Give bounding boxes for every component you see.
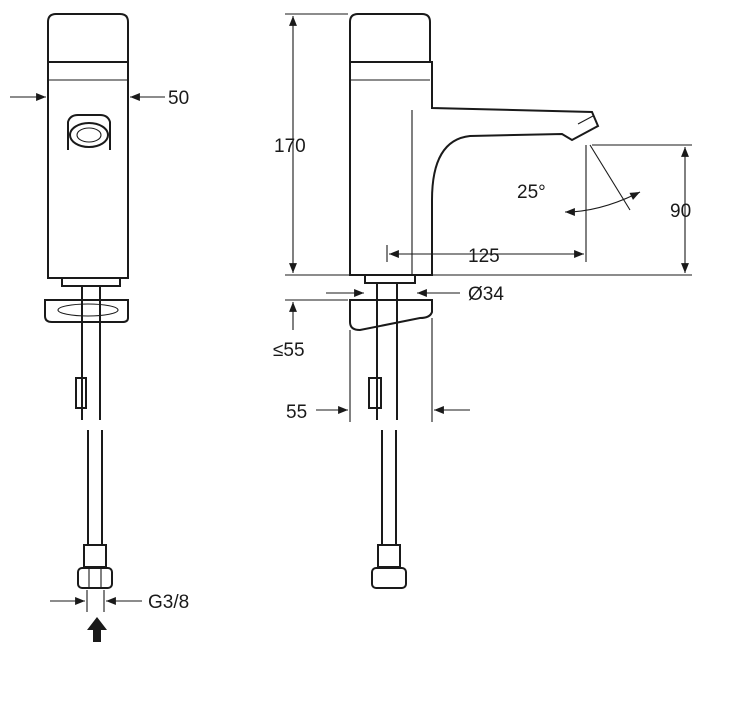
dim-height-total: 170 bbox=[274, 136, 306, 157]
fixing-plate-side bbox=[349, 299, 433, 332]
push-button-cap bbox=[47, 13, 129, 63]
dim-base-depth: 55 bbox=[286, 402, 307, 423]
side-view: 170 90 125 25° Ø34 ≤55 55 bbox=[273, 13, 692, 589]
dim-spray-angle: 25° bbox=[517, 182, 546, 203]
dim-spout-height: 90 bbox=[670, 201, 691, 222]
tap-body-side bbox=[349, 61, 600, 276]
dim-connection-thread: G3/8 bbox=[148, 592, 189, 613]
water-inlet-arrow-icon bbox=[87, 617, 107, 642]
dim-spout-reach: 125 bbox=[468, 246, 500, 267]
dim-counter-thickness: ≤55 bbox=[273, 340, 305, 361]
outlet-opening bbox=[67, 114, 111, 150]
push-button-cap-side bbox=[349, 13, 431, 63]
tap-body-front bbox=[47, 61, 129, 279]
connection-nut bbox=[77, 567, 113, 589]
fixing-plate bbox=[44, 299, 129, 323]
front-view: 50 G3/8 bbox=[10, 13, 189, 642]
dim-hole-diameter: Ø34 bbox=[468, 284, 504, 305]
dim-width-front: 50 bbox=[168, 88, 189, 109]
